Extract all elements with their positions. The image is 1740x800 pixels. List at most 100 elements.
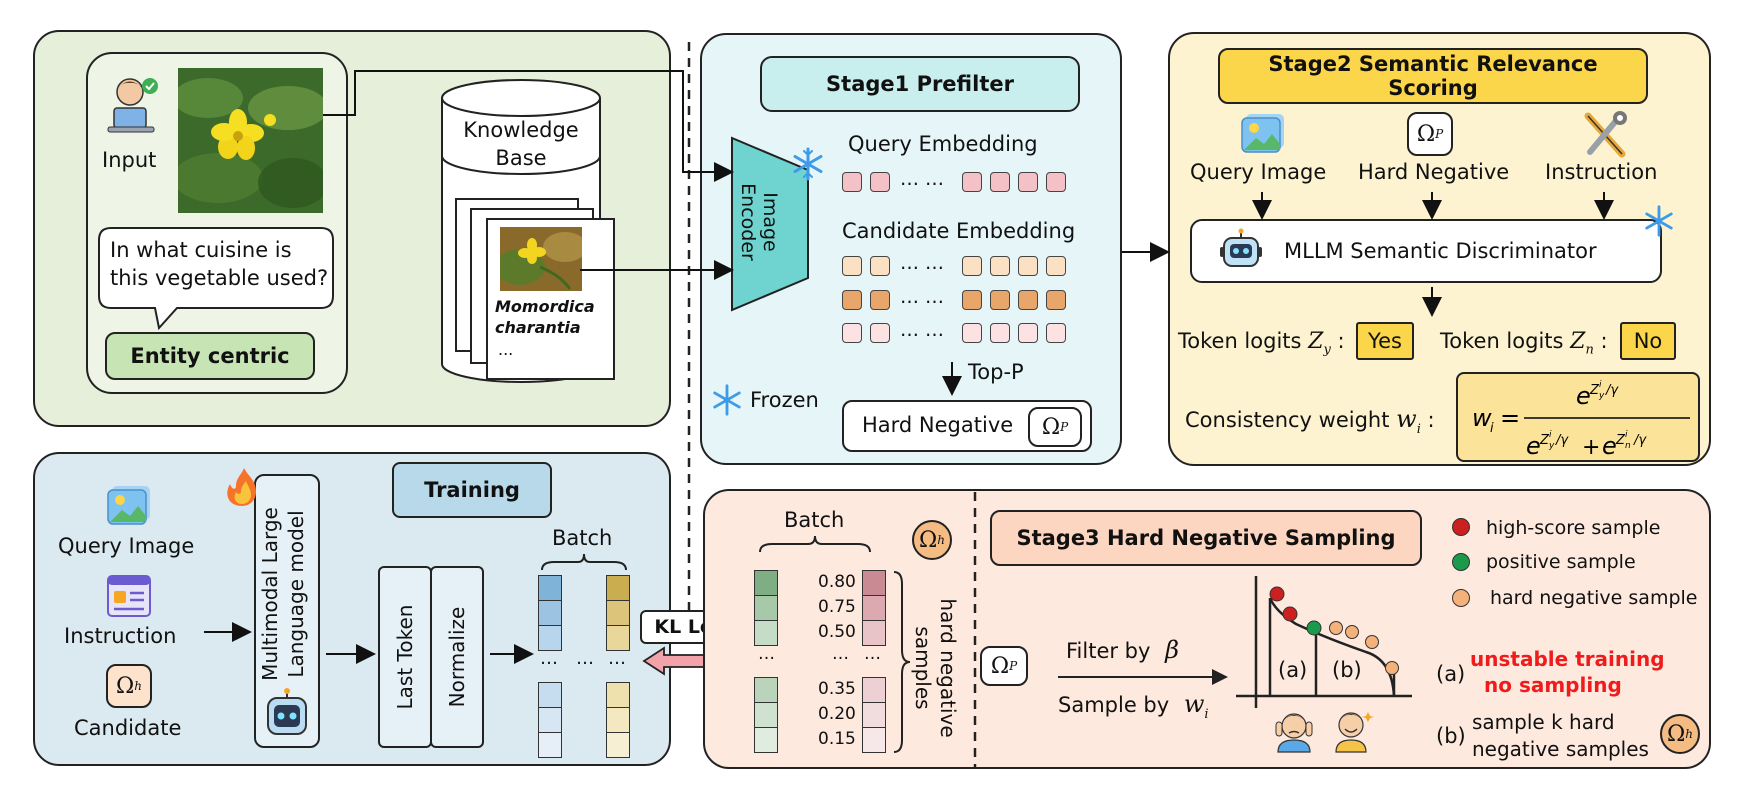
- top-p-label: Top-P: [968, 360, 1024, 384]
- stage3-side-brace: [893, 571, 911, 753]
- question-text: In what cuisine is this vegetable used?: [110, 238, 329, 290]
- entity-centric-label: Entity centric: [105, 332, 315, 380]
- fire-icon: [227, 468, 256, 506]
- legend-dot-high-score: [1452, 518, 1470, 536]
- query-embedding-label: Query Embedding: [848, 132, 1038, 156]
- consistency-weight-label: Consistency weight wi :: [1185, 405, 1435, 437]
- svg-text:e: e: [1526, 432, 1541, 460]
- discriminator-snowflake-icon: [1645, 205, 1673, 237]
- token-logits-y-label: Token logits Zy :: [1178, 329, 1345, 358]
- no-badge: No: [1620, 322, 1676, 360]
- discriminator-label: MLLM Semantic Discriminator: [1284, 239, 1597, 263]
- svg-text:Z: Z: [1615, 433, 1626, 448]
- query-image-icon: [1241, 114, 1284, 153]
- input-label: Input: [102, 148, 157, 172]
- yes-badge: Yes: [1356, 322, 1414, 360]
- top-dashed-divider: [687, 42, 691, 642]
- training-candidate-label: Candidate: [74, 716, 182, 740]
- snowflake-icon: [793, 147, 823, 181]
- kb-doc-caption-2: charantia: [495, 318, 581, 337]
- svg-text:/γ: /γ: [1633, 433, 1647, 448]
- mllm-box: [254, 474, 320, 748]
- mllm-robot-icon: [267, 688, 307, 735]
- region-a-label: (a): [1278, 658, 1308, 682]
- stage3-dots-2: …: [832, 644, 849, 664]
- svg-text:y: y: [1598, 391, 1605, 401]
- kb-title: Knowledge Base: [463, 118, 579, 170]
- svg-text:y: y: [1548, 441, 1555, 451]
- svg-text:/γ: /γ: [1605, 383, 1619, 398]
- consistency-formula: [1456, 372, 1700, 462]
- training-batch-dots-2: …: [576, 648, 594, 669]
- note-a-line1: unstable training: [1470, 647, 1665, 671]
- s2-instruction-label: Instruction: [1545, 160, 1658, 184]
- stage1-title: Stage1 Prefilter: [760, 56, 1080, 112]
- legend-dot-positive: [1452, 553, 1470, 571]
- svg-text:/γ: /γ: [1555, 433, 1569, 448]
- normalize-box: [430, 566, 484, 748]
- training-batch-brace: [541, 553, 627, 571]
- svg-text:e: e: [1576, 382, 1591, 410]
- stage2-title: Stage2 Semantic Relevance Scoring: [1218, 48, 1648, 104]
- happy-face-icon: [1335, 712, 1374, 753]
- user-laptop-icon: [107, 78, 158, 133]
- svg-text:Z: Z: [1589, 383, 1600, 398]
- svg-text:Z: Z: [1539, 433, 1550, 448]
- kb-doc-caption-1: Momordica: [495, 297, 595, 316]
- sampling-curve-plot: [1236, 576, 1412, 708]
- candidate-embedding-label: Candidate Embedding: [842, 219, 1076, 243]
- discriminator-box: [1190, 219, 1662, 283]
- instruction-doc-icon: [107, 575, 151, 617]
- training-batch-dots-1: …: [540, 648, 558, 669]
- note-b-tag: (b): [1436, 724, 1466, 748]
- stage3-batch-label: Batch: [784, 508, 845, 532]
- sample-by-label: Sample by wi: [1058, 690, 1209, 722]
- svg-text:i: i: [1549, 430, 1552, 440]
- svg-text:+: +: [1582, 435, 1600, 460]
- note-a-line2: no sampling: [1484, 673, 1622, 697]
- frozen-label: Frozen: [750, 388, 819, 412]
- filter-by-label: Filter by β: [1066, 636, 1180, 664]
- training-title: Training: [392, 462, 552, 518]
- training-query-image-icon: [107, 486, 150, 525]
- note-a-tag: (a): [1436, 662, 1466, 686]
- legend-dot-hard-negative: [1452, 589, 1470, 607]
- svg-text:i: i: [1625, 430, 1628, 440]
- s2-hard-negative-label: Hard Negative: [1358, 160, 1510, 184]
- region-b-label: (b): [1332, 658, 1362, 682]
- formula-svg: w i = e Z y i /γ e Z y i /γ + e Z n i /γ: [1472, 380, 1690, 460]
- stage3-dots-3: …: [864, 644, 881, 664]
- kb-doc-caption-3: ...: [498, 340, 514, 359]
- query-photo: [178, 68, 323, 213]
- stage3-dots-1: …: [758, 644, 775, 664]
- training-batch-dots-3: …: [608, 648, 626, 669]
- speech-bubble: [98, 227, 334, 331]
- hard-negative-label: Hard Negative: [862, 413, 1014, 437]
- svg-text:i: i: [1490, 421, 1494, 436]
- stage3-title: Stage3 Hard Negative Sampling: [990, 510, 1422, 566]
- training-instruction-label: Instruction: [64, 624, 177, 648]
- svg-text:w: w: [1472, 404, 1492, 432]
- frozen-snowflake-icon: [713, 384, 741, 416]
- stage3-dashed-divider: [973, 492, 977, 768]
- training-query-image-label: Query Image: [58, 534, 195, 558]
- svg-text:=: =: [1500, 404, 1520, 432]
- training-batch-label: Batch: [552, 526, 613, 550]
- note-b-line2: negative samples: [1472, 737, 1649, 761]
- robot-icon: [1220, 228, 1262, 267]
- kb-doc-photo: [500, 227, 582, 291]
- svg-text:i: i: [1599, 380, 1602, 390]
- s2-query-image-label: Query Image: [1190, 160, 1327, 184]
- stage3-batch-brace: [759, 535, 871, 553]
- note-b-line1: sample k hard: [1472, 710, 1615, 734]
- tools-icon: [1584, 111, 1627, 158]
- image-encoder: [731, 136, 809, 312]
- stressed-face-icon: [1275, 713, 1313, 753]
- svg-text:e: e: [1602, 432, 1617, 460]
- token-logits-n-label: Token logits Zn :: [1440, 329, 1608, 358]
